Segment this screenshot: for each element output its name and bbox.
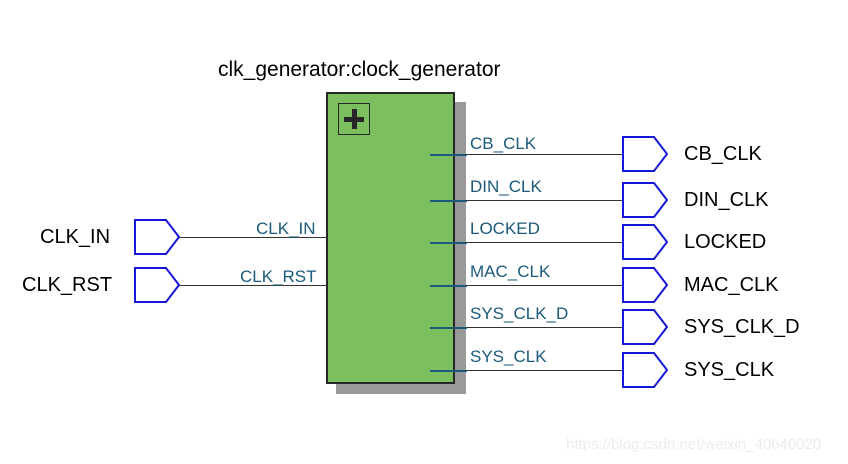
wire-stub-sys-clk [430,370,467,372]
wire-stub-sys-clk-d [430,327,467,329]
plus-icon[interactable] [338,103,370,135]
input-port-label-clk-rst: CLK_RST [22,274,113,296]
plus-icon-vertical-bar [352,109,357,129]
wire-sys-clk [466,370,623,371]
output-port-symbol-sys-clk[interactable] [622,352,668,388]
output-port-label-sys-clk: SYS_CLK [684,359,775,381]
wire-din-clk [466,200,623,201]
block-title: clk_generator:clock_generator [218,58,501,81]
wire-clk-in [179,237,327,238]
wire-stub-locked [430,242,467,244]
net-label-cb-clk: CB_CLK [470,134,537,153]
wire-stub-cb-clk [430,154,467,156]
net-label-locked: LOCKED [470,219,540,238]
output-port-symbol-sys-clk-d[interactable] [622,309,668,345]
output-port-symbol-din-clk[interactable] [622,182,668,218]
net-label-clk-rst: CLK_RST [240,267,317,286]
output-port-label-din-clk: DIN_CLK [684,189,769,211]
input-port-symbol-clk-rst[interactable] [134,267,180,303]
net-label-din-clk: DIN_CLK [470,177,542,196]
net-label-sys-clk: SYS_CLK [470,347,547,366]
input-port-symbol-clk-in[interactable] [134,219,180,255]
clock-generator-block[interactable] [326,92,455,384]
output-port-label-locked: LOCKED [684,231,767,253]
output-port-symbol-locked[interactable] [622,224,668,260]
input-port-label-clk-in: CLK_IN [40,226,111,248]
wire-clk-rst [179,285,327,286]
net-label-clk-in: CLK_IN [256,219,316,238]
output-port-symbol-mac-clk[interactable] [622,267,668,303]
net-label-sys-clk-d: SYS_CLK_D [470,304,569,323]
output-port-label-sys-clk-d: SYS_CLK_D [684,316,800,338]
wire-sys-clk-d [466,327,623,328]
wire-stub-din-clk [430,200,467,202]
net-label-mac-clk: MAC_CLK [470,262,551,281]
watermark: https://blog.csdn.net/weixin_40640020 [566,436,822,453]
wire-cb-clk [466,154,623,155]
wire-locked [466,242,623,243]
wire-mac-clk [466,285,623,286]
output-port-label-cb-clk: CB_CLK [684,143,762,165]
output-port-symbol-cb-clk[interactable] [622,136,668,172]
wire-stub-mac-clk [430,285,467,287]
output-port-label-mac-clk: MAC_CLK [684,274,779,296]
